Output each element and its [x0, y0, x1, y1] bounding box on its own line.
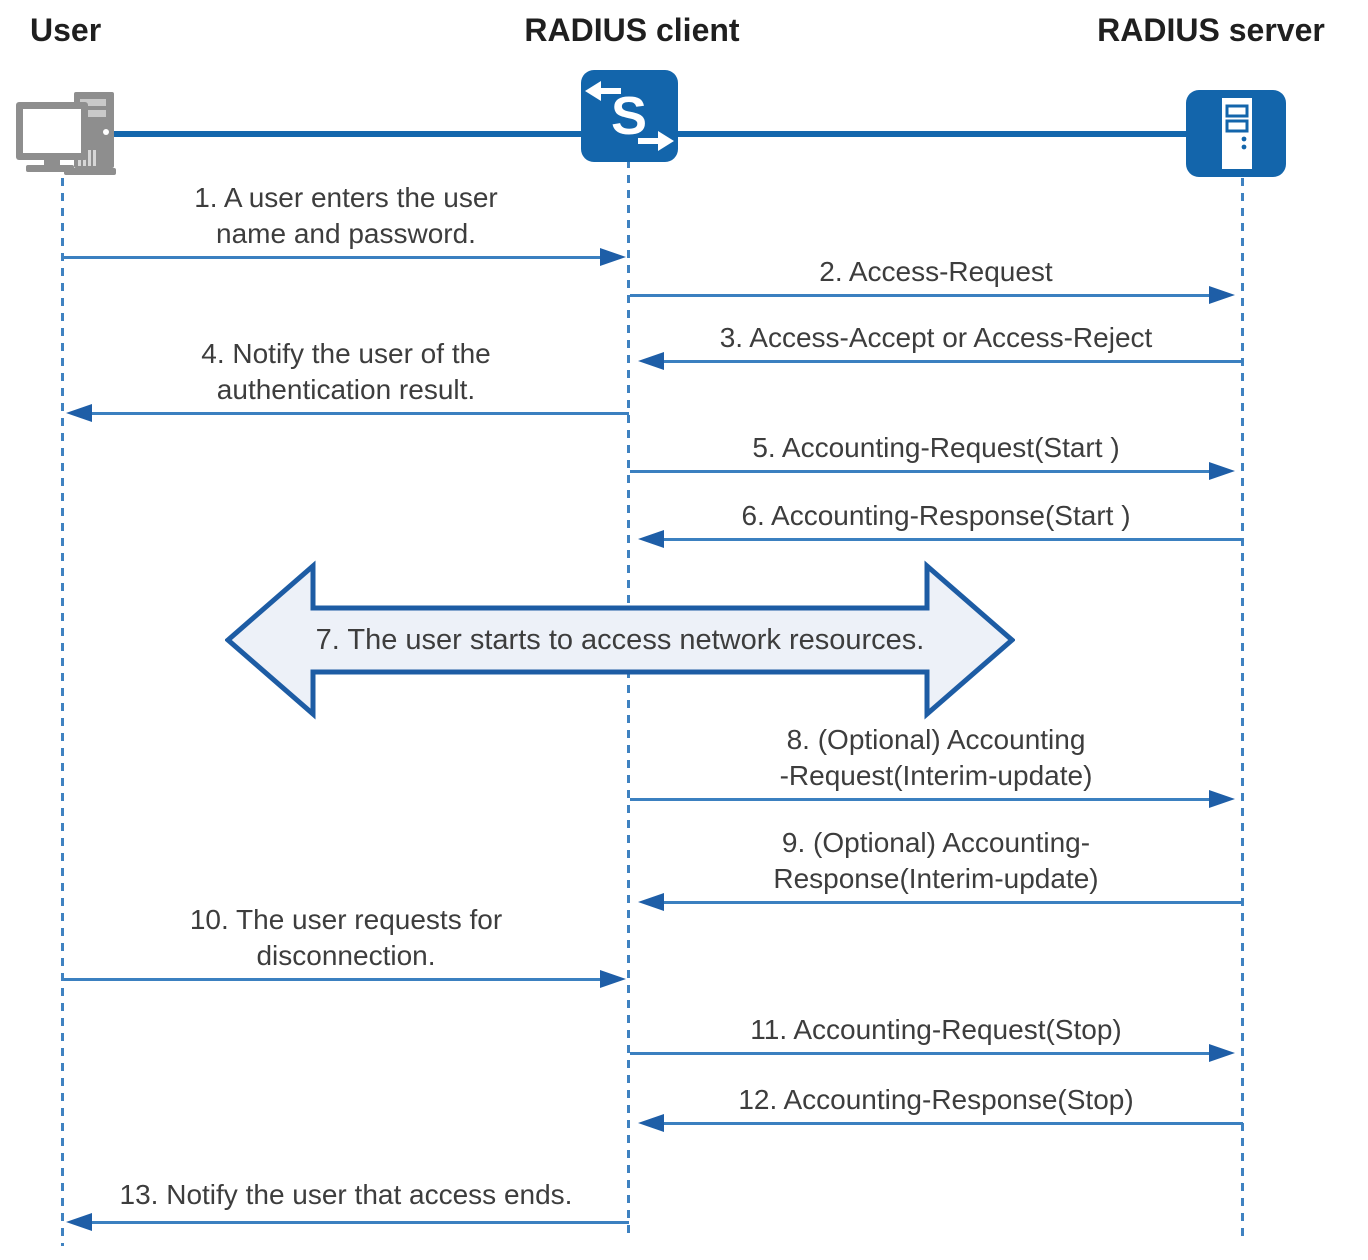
message-4-arrow [92, 412, 629, 415]
message-1-arrowhead [600, 248, 626, 266]
switch-icon: S [581, 70, 678, 162]
message-6-arrowhead [638, 530, 664, 548]
message-12-label: 12. Accounting-Response(Stop) [738, 1084, 1134, 1115]
message-11-arrow [630, 1052, 1209, 1055]
message-12-arrowhead [638, 1114, 664, 1132]
lifeline-user [61, 178, 64, 1246]
message-11-label: 11. Accounting-Request(Stop) [750, 1014, 1122, 1045]
message-12-arrow [664, 1122, 1243, 1125]
message-10-label: 10. The user requests for disconnection. [189, 904, 503, 971]
message-5-label: 5. Accounting-Request(Start ) [752, 432, 1120, 463]
message-9-label: 9. (Optional) Accounting- Response(Inter… [773, 827, 1099, 894]
message-3-arrowhead [638, 352, 664, 370]
message-1-label: 1. A user enters the user name and passw… [194, 182, 498, 249]
message-9-arrow [664, 901, 1243, 904]
message-13-label: 13. Notify the user that access ends. [119, 1179, 573, 1210]
computer-icon [16, 92, 116, 175]
message-4-label: 4. Notify the user of the authentication… [201, 338, 491, 405]
message-2-arrowhead [1209, 286, 1235, 304]
switch-letter: S [611, 86, 647, 146]
message-8-label: 8. (Optional) Accounting -Request(Interi… [779, 724, 1093, 791]
message-3-label: 3. Access-Accept or Access-Reject [719, 322, 1153, 353]
message-2-label: 2. Access-Request [819, 256, 1053, 287]
message-10-arrow [64, 978, 600, 981]
message-10-arrowhead [600, 970, 626, 988]
message-3-arrow [664, 360, 1243, 363]
actor-title-radius-server: RADIUS server [1097, 12, 1325, 48]
actor-title-user: User [30, 12, 102, 48]
message-7-label: 7. The user starts to access network res… [315, 624, 925, 656]
message-13-arrowhead [66, 1213, 92, 1231]
message-11-arrowhead [1209, 1044, 1235, 1062]
message-6-label: 6. Accounting-Response(Start ) [741, 500, 1131, 531]
message-8-arrowhead [1209, 790, 1235, 808]
message-5-arrowhead [1209, 462, 1235, 480]
message-5-arrow [630, 470, 1209, 473]
actor-title-radius-client: RADIUS client [524, 12, 740, 48]
server-icon [1186, 90, 1286, 177]
message-4-arrowhead [66, 404, 92, 422]
message-1-arrow [64, 256, 600, 259]
lifeline-radius-client [627, 160, 630, 1238]
lifeline-radius-server [1241, 178, 1244, 1240]
message-9-arrowhead [638, 893, 664, 911]
message-13-arrow [92, 1221, 629, 1224]
message-8-arrow [630, 798, 1209, 801]
message-6-arrow [664, 538, 1243, 541]
message-2-arrow [630, 294, 1209, 297]
network-access-double-arrow [225, 560, 1015, 720]
